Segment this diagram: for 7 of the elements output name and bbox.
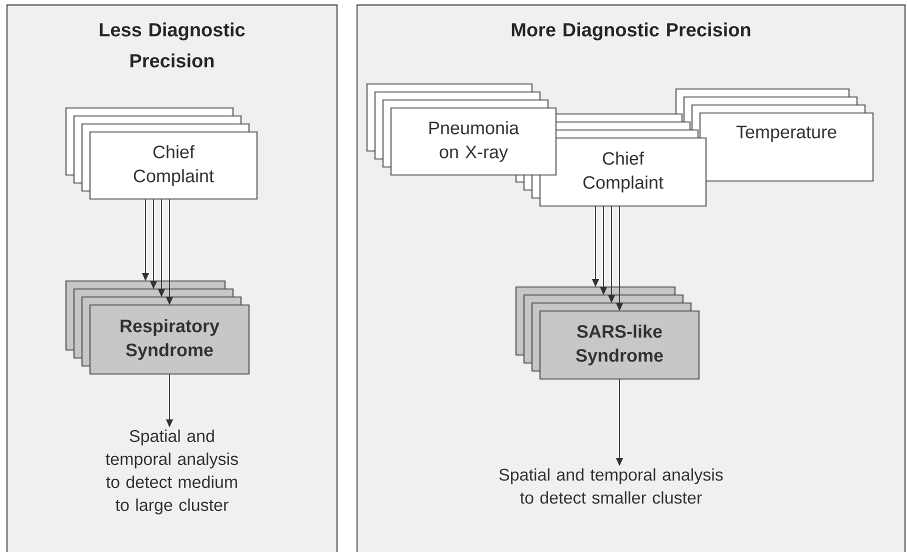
stacked-box: Pneumonia on X-ray: [366, 83, 557, 176]
analysis-text: Spatial and temporal analysis to detect medium to large cluster: [106, 430, 238, 514]
stacked-box: Respiratory Syndrome: [65, 280, 250, 375]
stacked-box: Temperature: [675, 88, 874, 182]
analysis-text: Spatial and temporal analysis to detect smaller cluster: [499, 468, 723, 504]
stacked-box: SARS-like Syndrome: [515, 286, 700, 380]
stacked-box: Chief Complaint: [65, 107, 258, 200]
